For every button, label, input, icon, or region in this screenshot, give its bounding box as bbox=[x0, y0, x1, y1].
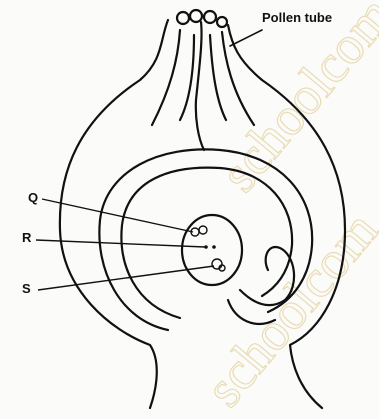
watermark-text-top: schoolcom bbox=[208, 0, 379, 203]
style-right-wall bbox=[222, 32, 254, 125]
label-pollen-tube: Pollen tube bbox=[262, 10, 332, 25]
style-left-wall bbox=[152, 30, 180, 125]
pollen-tube-leader-line bbox=[230, 30, 262, 46]
stigma-lobe-2 bbox=[190, 10, 202, 22]
antipodals-s bbox=[212, 259, 225, 271]
stigma-lobe-1 bbox=[177, 12, 189, 24]
label-r: R bbox=[22, 230, 32, 245]
label-q: Q bbox=[28, 190, 38, 205]
stigma-lobe-3 bbox=[204, 11, 216, 23]
egg-apparatus-q bbox=[191, 226, 207, 236]
leader-line-q bbox=[42, 199, 193, 232]
stigma-lobe-4 bbox=[217, 17, 227, 27]
stylar-canal-left bbox=[180, 35, 194, 120]
polar-nuclei-r bbox=[204, 245, 216, 249]
watermark-text-bottom: schoolcom bbox=[193, 200, 379, 418]
label-s: S bbox=[22, 281, 31, 296]
embryo-sac bbox=[182, 215, 242, 285]
pollen-tube bbox=[196, 22, 204, 150]
